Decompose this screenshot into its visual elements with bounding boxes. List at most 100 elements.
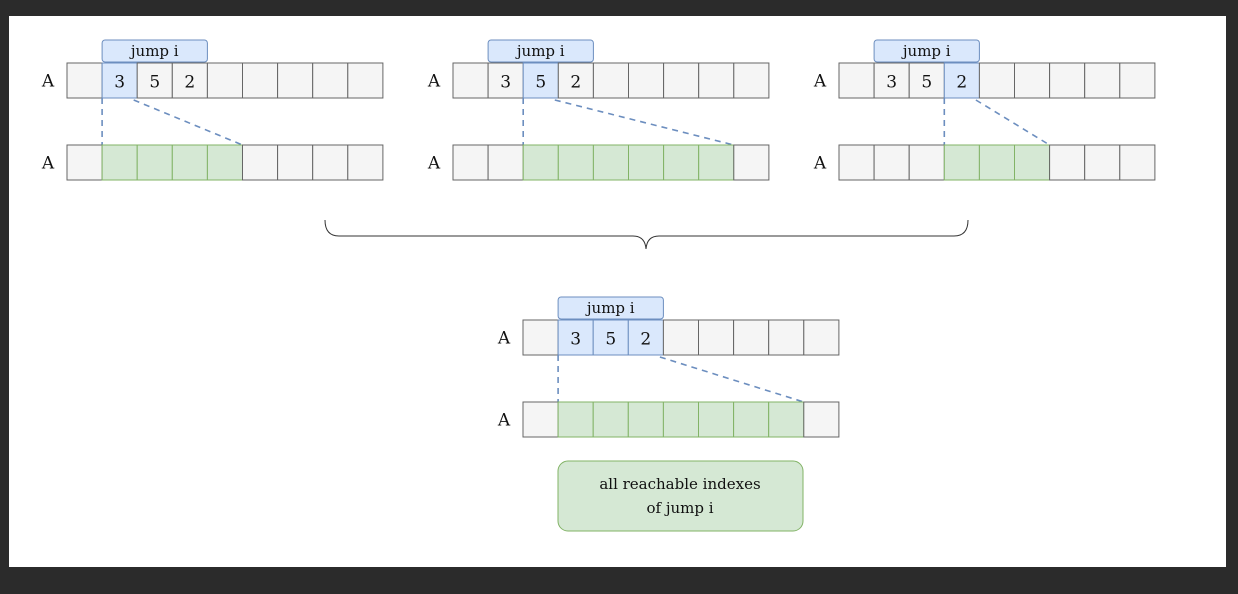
array-cell	[312, 62, 349, 99]
array-cell	[803, 319, 840, 356]
reachable-cell	[733, 401, 770, 438]
reach-end-line	[554, 99, 734, 146]
jump-i-label: jump i	[901, 42, 951, 60]
array-cell	[347, 144, 384, 181]
array-cell	[522, 62, 559, 99]
reachable-cell	[206, 144, 243, 181]
array-value: 5	[149, 73, 160, 93]
array-cell	[312, 144, 349, 181]
array-cell	[838, 62, 875, 99]
array-cell	[66, 62, 103, 99]
array-value: 2	[640, 330, 651, 350]
array-cell	[1049, 144, 1086, 181]
reachable-cell	[698, 401, 735, 438]
reachable-note: all reachable indexes of jump i	[557, 460, 804, 532]
jump-i-label: jump i	[129, 42, 179, 60]
array-cell	[1014, 62, 1051, 99]
array-cell	[1119, 144, 1156, 181]
row-label-a: A	[41, 154, 55, 174]
array-value: 3	[886, 73, 897, 93]
array-cell	[1084, 144, 1121, 181]
jump-i-label: jump i	[515, 42, 565, 60]
array-cell	[733, 319, 770, 356]
jump-i-label: jump i	[585, 299, 635, 317]
array-cell	[943, 62, 980, 99]
array-cell	[557, 62, 594, 99]
note-box	[557, 460, 804, 532]
reachable-cell	[1014, 144, 1051, 181]
row-label-a: A	[813, 154, 827, 174]
array-cell	[101, 62, 138, 99]
array-cell	[698, 62, 735, 99]
array-cell	[452, 62, 489, 99]
reachable-cell	[592, 401, 629, 438]
array-cell	[522, 401, 559, 438]
array-cell	[908, 62, 945, 99]
array-cell	[733, 62, 770, 99]
array-value: 2	[184, 73, 195, 93]
array-cell	[347, 62, 384, 99]
array-cell	[452, 144, 489, 181]
array-cell	[206, 62, 243, 99]
reachable-cell	[522, 144, 559, 181]
reach-end-line	[133, 99, 243, 146]
array-cell	[522, 319, 559, 356]
reachable-cell	[592, 144, 630, 181]
note-line-1: all reachable indexes	[599, 475, 760, 493]
array-cell	[1119, 62, 1156, 99]
array-cell	[487, 144, 524, 181]
array-value: 5	[605, 330, 616, 350]
array-cell	[908, 144, 945, 181]
array-cell	[1049, 62, 1086, 99]
array-cell	[978, 62, 1016, 99]
reachable-cell	[978, 144, 1016, 181]
array-value: 3	[570, 330, 581, 350]
array-cell	[1084, 62, 1121, 99]
union-brace	[324, 219, 969, 250]
note-line-2: of jump i	[646, 499, 713, 517]
array-cell	[136, 62, 173, 99]
array-cell	[873, 144, 910, 181]
array-cell	[242, 144, 279, 181]
array-cell	[628, 62, 665, 99]
array-value: 2	[570, 73, 581, 93]
jump-i-badge	[557, 296, 664, 320]
array-cell	[662, 319, 700, 356]
array-cell	[592, 319, 629, 356]
array-cell	[663, 62, 700, 99]
reachable-cell	[101, 144, 138, 181]
array-cell	[838, 144, 875, 181]
array-cell	[277, 62, 314, 99]
reachable-cell	[171, 144, 208, 181]
reachable-cell	[136, 144, 173, 181]
jump-i-badge	[101, 39, 208, 63]
reachable-cell	[628, 144, 665, 181]
array-cell	[242, 62, 279, 99]
array-cell	[768, 319, 805, 356]
jump-i-badge	[487, 39, 594, 63]
array-value: 3	[500, 73, 511, 93]
row-label-a: A	[497, 411, 511, 431]
row-label-a: A	[427, 154, 441, 174]
array-cell	[277, 144, 314, 181]
reach-end-line	[659, 356, 805, 403]
jump-i-badge	[873, 39, 980, 63]
reachable-cell	[557, 144, 594, 181]
row-label-a: A	[427, 72, 441, 92]
array-cell	[557, 319, 594, 356]
array-cell	[171, 62, 208, 99]
array-cell	[733, 144, 770, 181]
reachable-cell	[663, 144, 700, 181]
reachable-cell	[627, 401, 664, 438]
reach-end-line	[975, 99, 1051, 146]
array-cell	[803, 401, 840, 438]
reachable-cell	[768, 401, 805, 438]
reachable-cell	[698, 144, 735, 181]
reachable-cell	[662, 401, 700, 438]
